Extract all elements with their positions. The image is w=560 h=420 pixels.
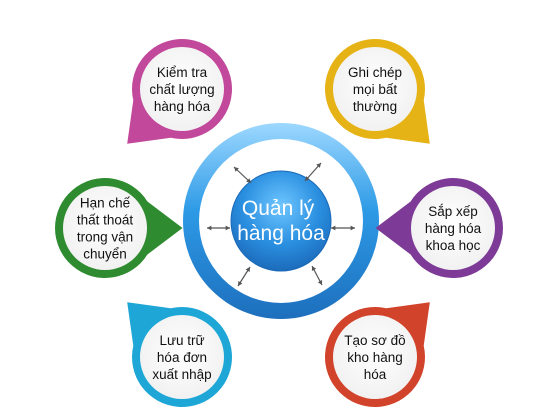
node-sap-xep-label: Sắp xếp hàng hóa khoa học — [425, 204, 482, 253]
node-han-che-face — [63, 186, 147, 270]
arrowhead — [246, 178, 251, 183]
node-luu-tru-line: Lưu trữ — [159, 333, 204, 348]
arrowhead — [350, 225, 355, 231]
node-tao-so-do-face — [333, 315, 417, 399]
node-han-che-line: Hạn chế — [80, 196, 131, 211]
node-sap-xep-line: khoa học — [426, 238, 481, 253]
node-han-che-label: Hạn chế thất thoát trong vận chuyển — [77, 196, 134, 262]
node-luu-tru-line: hóa đơn — [157, 350, 207, 365]
arrowhead — [234, 167, 239, 172]
node-han-che-line: thất thoát — [77, 213, 134, 228]
hub-inner-circle — [230, 170, 332, 272]
node-luu-tru: Lưu trữ hóa đơn xuất nhập — [127, 302, 232, 407]
arrowhead — [311, 266, 317, 271]
node-ghi-chep-line: thường — [353, 99, 397, 114]
node-ghi-chep-line: mọi bất — [353, 82, 398, 97]
hub-title: Quản lý hàng hóa — [237, 197, 325, 245]
node-han-che: Hạn chế thất thoát trong vận chuyển — [54, 178, 183, 278]
arrowhead — [225, 225, 230, 231]
node-sap-xep-face — [411, 186, 495, 270]
arrowhead — [238, 281, 243, 286]
node-luu-tru-label: Lưu trữ hóa đơn xuất nhập — [152, 333, 211, 382]
node-luu-tru-line: xuất nhập — [152, 367, 211, 382]
node-ghi-chep: Ghi chép mọi bất thường — [325, 38, 430, 144]
node-kiem-tra-line: hàng hóa — [154, 99, 211, 114]
arrowhead — [316, 163, 321, 168]
node-tao-so-do-line: Tạo sơ đồ — [344, 333, 405, 348]
node-luu-tru-face — [140, 315, 224, 399]
arrowhead — [305, 176, 310, 181]
arrowhead — [207, 225, 212, 231]
central-hub: Quản lý hàng hóa — [183, 123, 379, 319]
node-kiem-tra-line: Kiểm tra — [157, 65, 208, 80]
node-ghi-chep-face — [333, 47, 417, 131]
node-ghi-chep-label: Ghi chép mọi bất thường — [348, 65, 402, 114]
arrowhead — [245, 267, 250, 272]
arrowhead — [331, 225, 336, 231]
node-ghi-chep-line: Ghi chép — [348, 65, 402, 80]
arrowhead — [317, 280, 323, 285]
node-kiem-tra-face — [140, 47, 224, 131]
node-kiem-tra-label: Kiểm tra chất lượng hàng hóa — [149, 65, 214, 114]
node-tao-so-do-line: hóa — [364, 367, 387, 382]
node-kiem-tra-line: chất lượng — [149, 82, 214, 97]
node-sap-xep: Sắp xếp hàng hóa khoa học — [375, 178, 503, 278]
arrowheads — [207, 163, 355, 286]
node-han-che-line: chuyển — [83, 247, 127, 262]
node-tao-so-do: Tạo sơ đồ kho hàng hóa — [325, 302, 430, 407]
node-han-che-line: trong vận — [77, 230, 133, 245]
node-sap-xep-line: Sắp xếp — [428, 204, 478, 219]
node-tao-so-do-label: Tạo sơ đồ kho hàng hóa — [344, 333, 405, 382]
node-sap-xep-line: hàng hóa — [425, 221, 482, 236]
node-kiem-tra: Kiểm tra chất lượng hàng hóa — [127, 39, 232, 144]
node-tao-so-do-line: kho hàng — [347, 350, 403, 365]
